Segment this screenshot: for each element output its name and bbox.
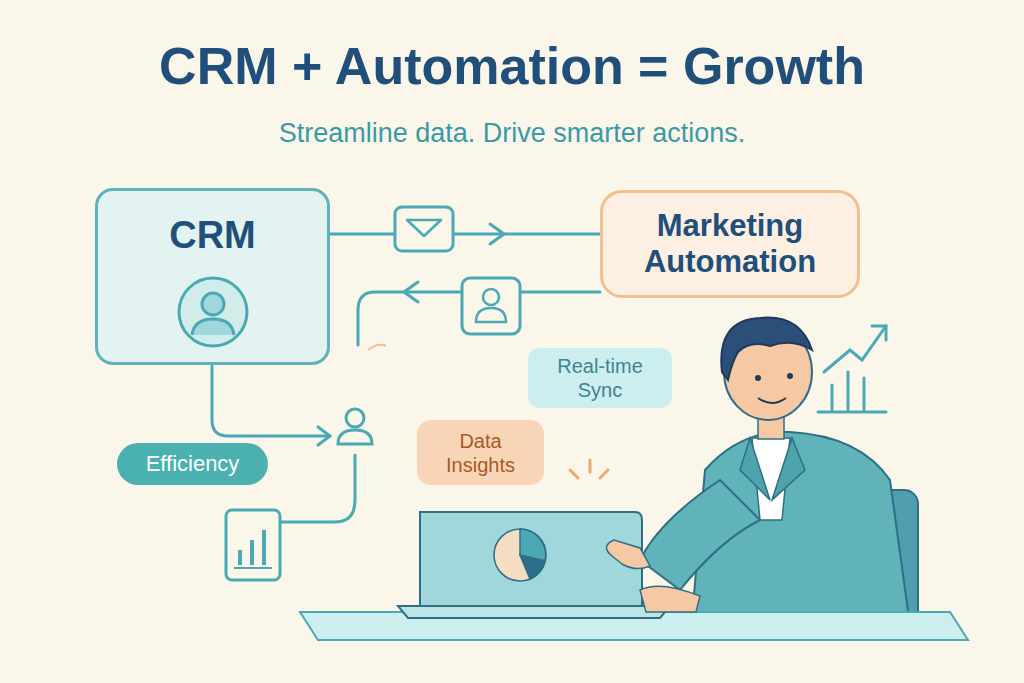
crm-box: CRM <box>95 188 330 365</box>
sync-pill: Real-time Sync <box>528 348 672 408</box>
diagram-title: CRM + Automation = Growth <box>0 36 1024 96</box>
node-label: Efficiency <box>146 451 240 477</box>
connector <box>330 224 600 244</box>
node-label: Real-time Sync <box>538 354 662 402</box>
node-label: CRM <box>169 213 256 259</box>
efficiency-pill: Efficiency <box>117 443 268 485</box>
insights-pill: Data Insights <box>417 420 544 485</box>
node-label: Marketing Automation <box>617 208 843 279</box>
node-label: Data Insights <box>427 429 534 477</box>
user-icon <box>176 275 250 349</box>
subtitle: Streamline data. Drive smarter actions. <box>0 118 1024 149</box>
automation-box: Marketing Automation <box>600 190 860 298</box>
